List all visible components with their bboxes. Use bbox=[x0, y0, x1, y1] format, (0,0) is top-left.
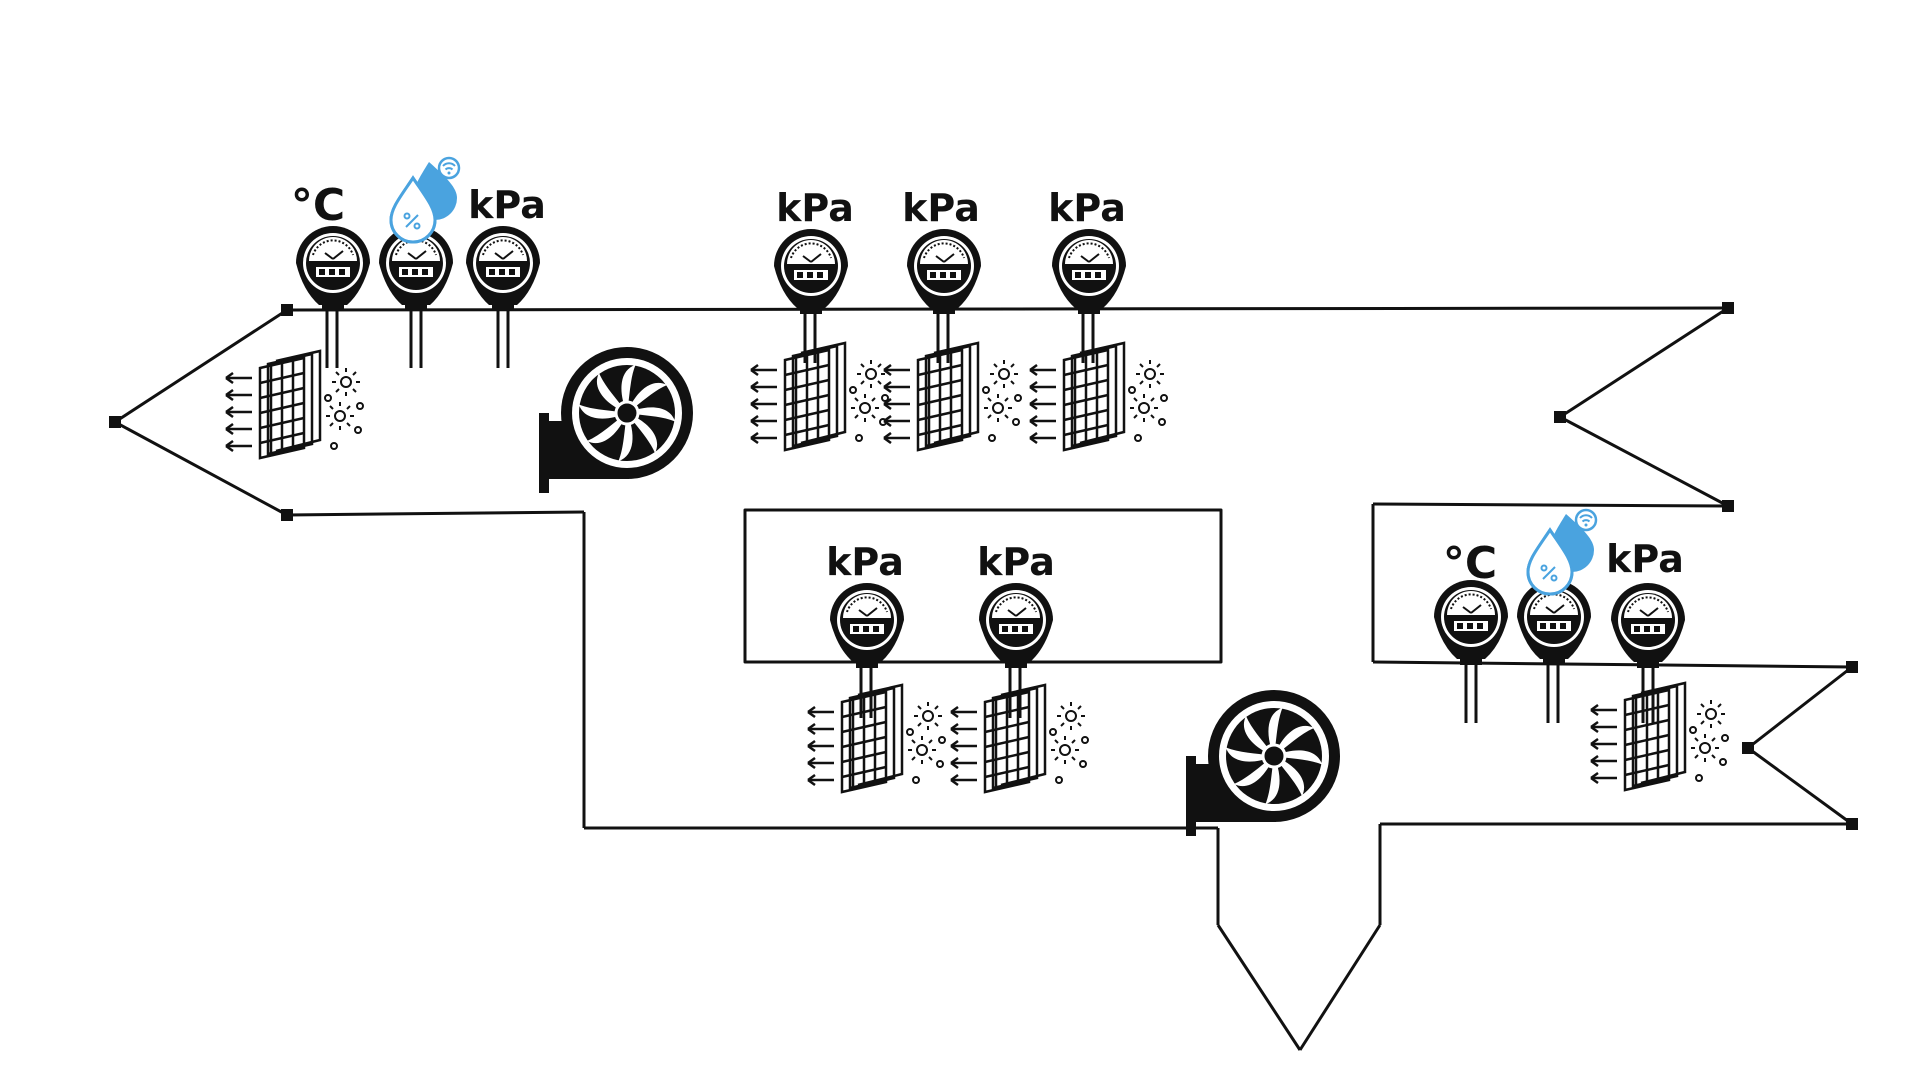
fan-icon bbox=[537, 345, 695, 495]
sensor-probe bbox=[409, 308, 423, 370]
sensor-probe bbox=[859, 658, 873, 720]
filter-icon bbox=[882, 341, 1023, 452]
filter-icon bbox=[1028, 341, 1169, 452]
sensor-probe bbox=[325, 308, 339, 370]
pressure-gauge-icon bbox=[1051, 228, 1127, 315]
pressure-label: kPa bbox=[826, 540, 904, 584]
pressure-label: kPa bbox=[1048, 186, 1126, 230]
humidity-sensor-icon bbox=[389, 156, 461, 244]
filter-icon bbox=[1589, 681, 1730, 792]
filter-icon bbox=[224, 349, 365, 460]
humidity-sensor-icon bbox=[1526, 508, 1598, 596]
filter-icon bbox=[749, 341, 890, 452]
duct-fittings bbox=[109, 302, 1858, 830]
pressure-label: kPa bbox=[977, 540, 1055, 584]
pressure-gauge-icon bbox=[978, 582, 1054, 669]
temperature-label: °C bbox=[291, 180, 345, 231]
pressure-gauge-icon bbox=[829, 582, 905, 669]
pressure-gauge-icon bbox=[465, 225, 541, 312]
sensor-probe bbox=[496, 308, 510, 370]
pressure-gauge-icon bbox=[773, 228, 849, 315]
fan-icon bbox=[1184, 688, 1342, 838]
pressure-gauge-icon bbox=[1610, 582, 1686, 669]
temperature-label: °C bbox=[1443, 538, 1497, 589]
duct-outline bbox=[114, 306, 1853, 1051]
sensor-probe bbox=[1464, 663, 1478, 725]
pressure-label: kPa bbox=[902, 186, 980, 230]
pressure-gauge-icon bbox=[906, 228, 982, 315]
pressure-label: kPa bbox=[776, 186, 854, 230]
temperature-gauge-icon bbox=[295, 225, 371, 312]
pressure-label: kPa bbox=[1606, 537, 1684, 581]
sensor-probe bbox=[1546, 663, 1560, 725]
filter-icon bbox=[806, 683, 947, 794]
pressure-label: kPa bbox=[468, 183, 546, 227]
temperature-gauge-icon bbox=[1433, 579, 1509, 666]
